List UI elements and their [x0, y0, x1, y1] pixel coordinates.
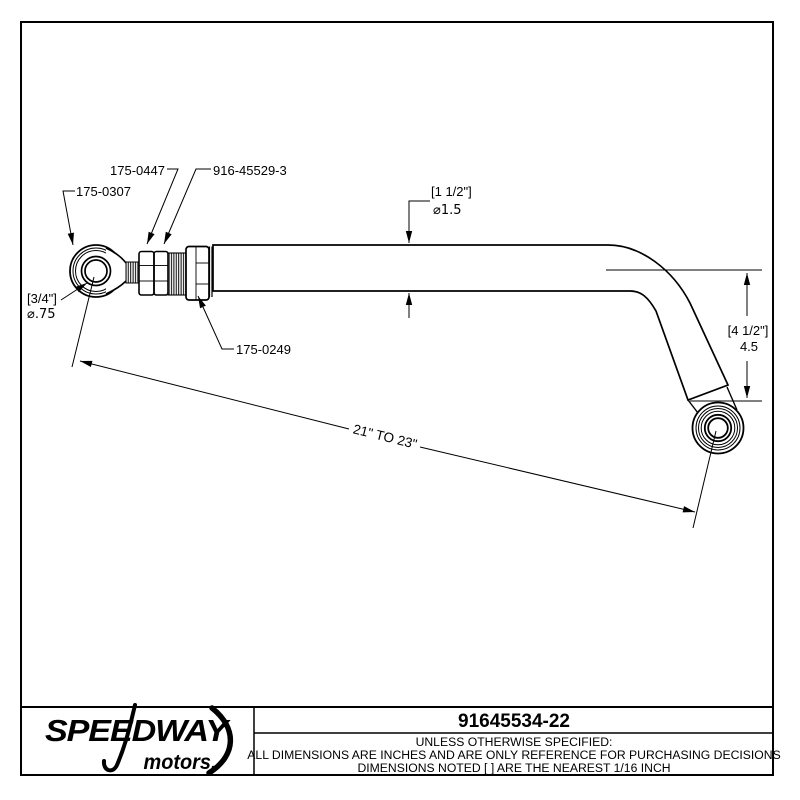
bushing-eye — [687, 386, 745, 455]
note-line-3: DIMENSIONS NOTED [ ] ARE THE NEAREST 1/1… — [357, 761, 670, 775]
tube-body — [212, 244, 730, 402]
logo-primary-text: SPEEDWAY — [45, 713, 232, 748]
callout-jam-nut-label: 175-0447 — [110, 163, 165, 178]
callout-rod-assembly-label: 916-45529-3 — [213, 163, 287, 178]
bore-decimal: ⌀.75 — [27, 307, 56, 322]
speedway-logo: SPEEDWAY motors. — [45, 703, 234, 776]
callout-rod-end: 175-0307 — [62, 184, 131, 246]
bore-callout: [3/4"] ⌀.75 — [27, 282, 88, 322]
tube-od-decimal: ⌀1.5 — [433, 203, 462, 218]
note-line-2: ALL DIMENSIONS ARE INCHES AND ARE ONLY R… — [247, 748, 780, 762]
border-rect — [20, 21, 774, 776]
title-block: SPEEDWAY motors. 91645534-22 UNLESS OTHE… — [45, 703, 781, 776]
callout-rod-assembly: 916-45529-3 — [163, 163, 287, 245]
drawing-frame — [20, 21, 774, 776]
callout-tube-bung-label: 175-0249 — [236, 342, 291, 357]
callout-rod-end-label: 175-0307 — [76, 184, 131, 199]
tube-od-callout: [1 1/2"] ⌀1.5 — [405, 184, 472, 318]
dimensions: [1 1/2"] ⌀1.5 [3/4"] ⌀.75 [4 1/2"] 4.5 2… — [27, 163, 769, 529]
drop-decimal: 4.5 — [740, 339, 758, 354]
logo-arc — [206, 705, 234, 776]
tube-od-fraction: [1 1/2"] — [431, 184, 472, 199]
logo-swoosh — [101, 703, 137, 773]
note-line-1: UNLESS OTHERWISE SPECIFIED: — [416, 735, 613, 749]
bore-fraction: [3/4"] — [27, 291, 57, 306]
rod-end — [69, 244, 127, 298]
callout-tube-bung: 175-0249 — [197, 295, 291, 357]
callout-jam-nut: 175-0447 — [110, 163, 179, 245]
shank-threads — [125, 261, 140, 284]
notes: UNLESS OTHERWISE SPECIFIED: ALL DIMENSIO… — [247, 735, 780, 775]
logo-secondary-text: motors. — [144, 751, 217, 774]
part-drawing — [69, 244, 745, 455]
adjuster-threads — [167, 252, 187, 296]
drop-fraction: [4 1/2"] — [728, 323, 769, 338]
drop-dimension: [4 1/2"] 4.5 — [606, 269, 769, 402]
part-number: 91645534-22 — [458, 711, 570, 732]
